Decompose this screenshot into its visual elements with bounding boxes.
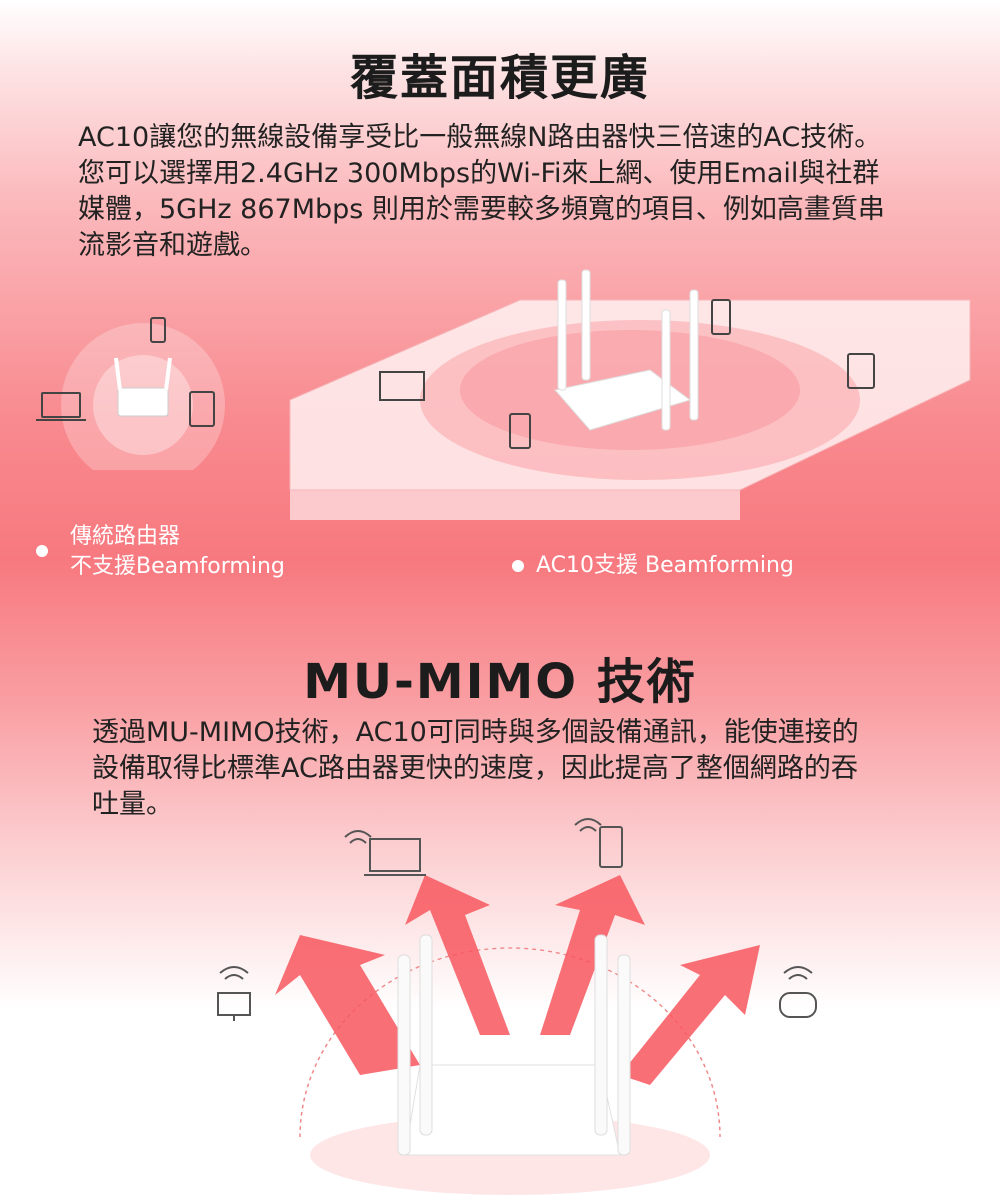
monitor-icon [217, 992, 251, 1016]
mumimo-line: 設備取得比標準AC路由器更快的速度，因此提高了整個網路的吞 [92, 753, 858, 784]
coverage-line: AC10讓您的無線設備享受比一般無線N路由器快三倍速的AC技術。 [78, 122, 882, 153]
beam-arrow [275, 935, 420, 1075]
beam-arrow [405, 875, 510, 1035]
gamepad-icon [779, 992, 817, 1018]
tablet-icon [847, 353, 875, 389]
beamforming-floorplan-illustration [289, 269, 971, 520]
legend-traditional: 傳統路由器 不支援Beamforming [70, 522, 285, 582]
mumimo-description: 透過MU-MIMO技術，AC10可同時與多個設備通訊，能使連接的 設備取得比標準… [92, 715, 952, 823]
beam-arrow [540, 875, 645, 1035]
wifi-icon [574, 818, 602, 832]
laptop-icon [369, 838, 421, 872]
router-icon [554, 269, 699, 431]
legend-ac10: AC10支援 Beamforming [536, 553, 794, 578]
wifi-icon [783, 966, 813, 980]
phone-icon [509, 413, 531, 449]
traditional-router-illustration [36, 317, 225, 470]
mumimo-line: 吐量。 [92, 789, 173, 820]
wifi-icon [344, 830, 372, 844]
phone-icon [150, 317, 166, 343]
phone-icon [599, 826, 623, 868]
laptop-icon [379, 371, 425, 401]
tablet-icon [189, 391, 215, 427]
router-icon [114, 357, 172, 417]
legend-traditional-line: 傳統路由器 [70, 524, 181, 549]
legend-dot [36, 545, 48, 557]
coverage-description: AC10讓您的無線設備享受比一般無線N路由器快三倍速的AC技術。 您可以選擇用2… [78, 120, 958, 264]
phone-icon [711, 299, 731, 335]
beam-arrow [620, 945, 760, 1085]
router-icon [397, 934, 631, 1156]
coverage-title: 覆蓋面積更廣 [349, 50, 650, 106]
coverage-line: 媒體，5GHz 867Mbps 則用於需要較多頻寬的項目、例如高畫質串 [78, 194, 885, 225]
legend-dot [512, 560, 524, 572]
laptop-icon [36, 392, 86, 421]
wifi-icon [219, 966, 249, 980]
legend-traditional-line: 不支援Beamforming [70, 554, 285, 579]
mumimo-illustration [217, 818, 817, 1195]
coverage-line: 流影音和遊戲。 [78, 230, 267, 261]
mumimo-title: MU-MIMO 技術 [303, 654, 697, 710]
coverage-line: 您可以選擇用2.4GHz 300Mbps的Wi-Fi來上網、使用Email與社群 [78, 158, 880, 189]
mumimo-line: 透過MU-MIMO技術，AC10可同時與多個設備通訊，能使連接的 [92, 717, 859, 748]
